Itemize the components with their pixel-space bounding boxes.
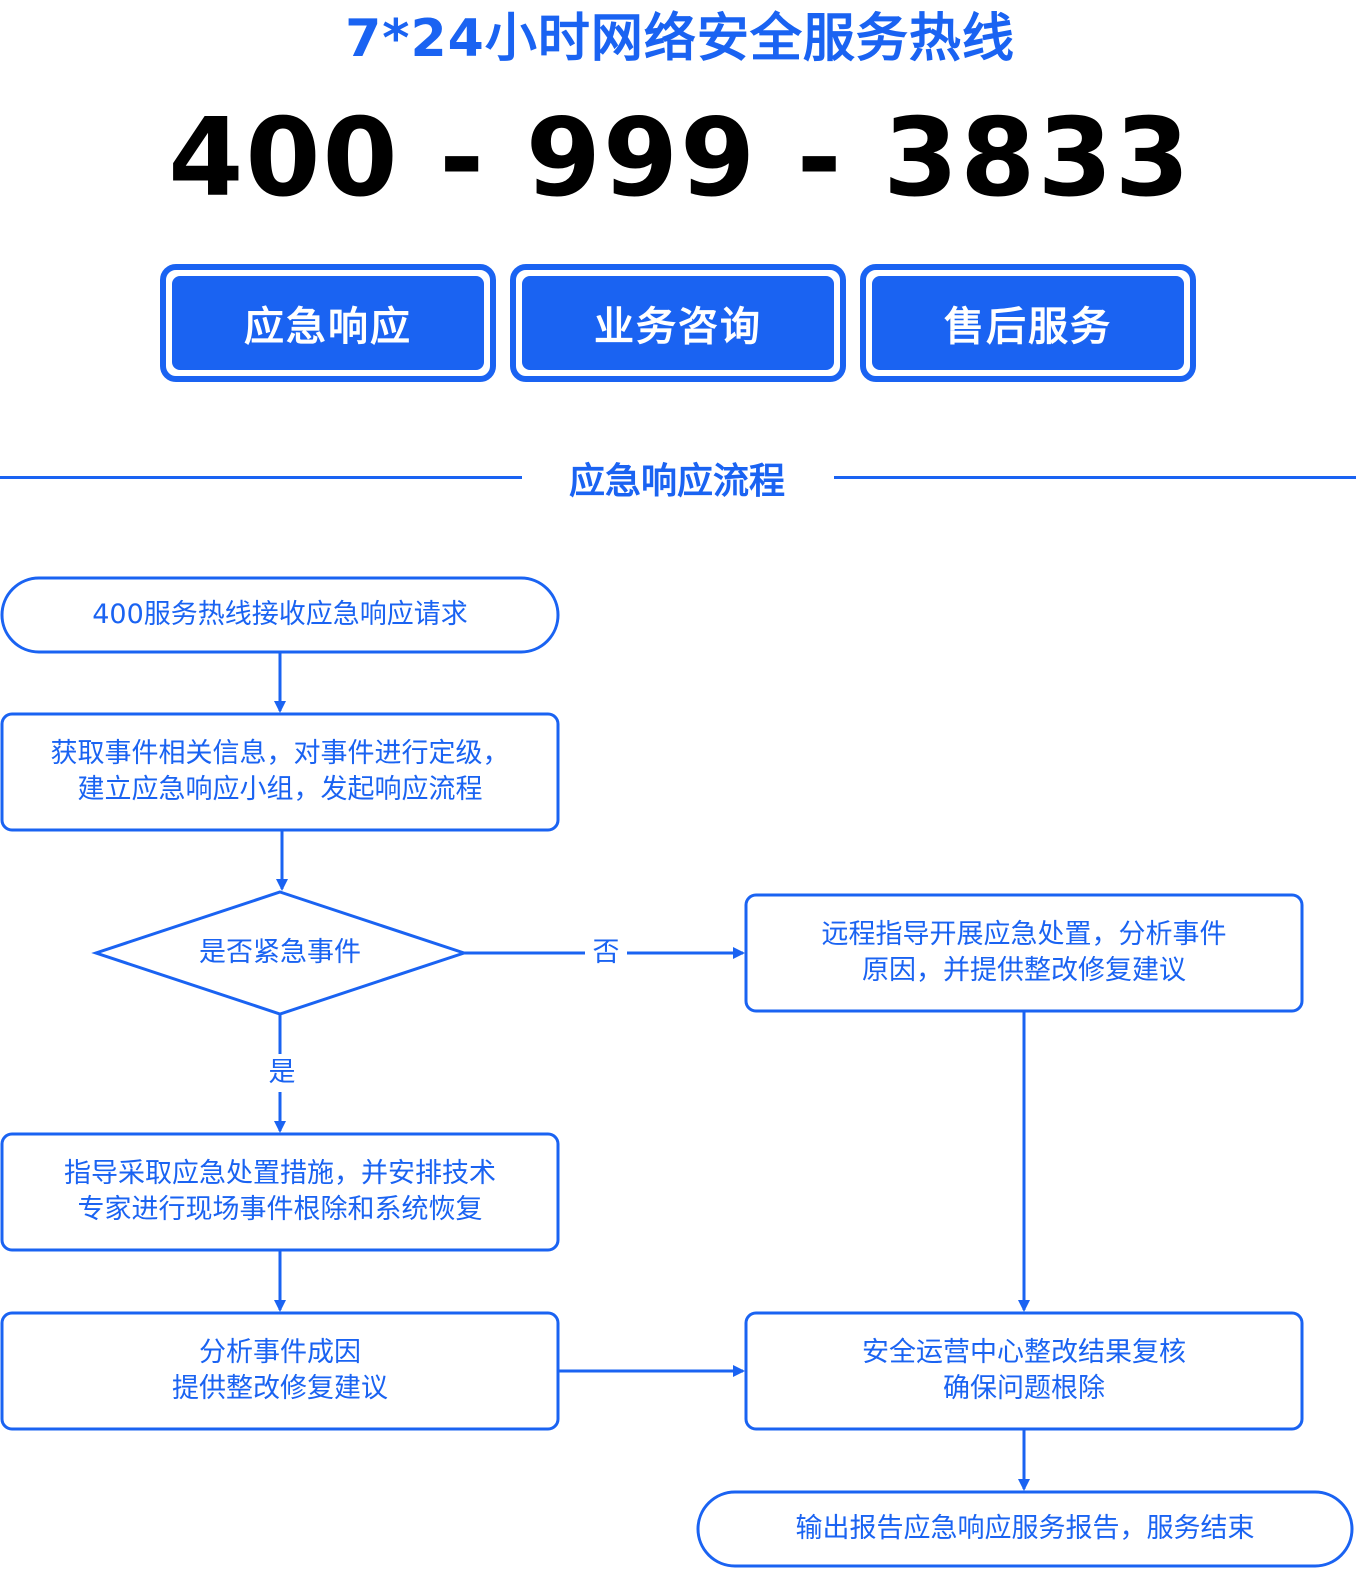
remote-guidance-line1: 远程指导开展应急处置，分析事件	[821, 919, 1227, 950]
end-node-text: 输出报告应急响应服务报告，服务结束	[698, 1492, 1352, 1566]
review-text: 安全运营中心整改结果复核 确保问题根除	[746, 1313, 1302, 1429]
step-info-text: 获取事件相关信息，对事件进行定级， 建立应急响应小组，发起响应流程	[2, 714, 558, 830]
decision-label: 是否紧急事件	[199, 937, 361, 968]
business-consulting-label: 业务咨询	[522, 276, 834, 370]
step-info-line1: 获取事件相关信息，对事件进行定级，	[50, 738, 510, 769]
start-node-label: 400服务热线接收应急响应请求	[92, 599, 468, 630]
hotline-headline: 7*24小时网络安全服务热线	[345, 9, 1015, 69]
remote-guidance-text: 远程指导开展应急处置，分析事件 原因，并提供整改修复建议	[746, 895, 1302, 1011]
yes-branch-label: 是	[261, 1054, 303, 1092]
after-sales-button[interactable]: 售后服务	[860, 264, 1196, 382]
section-title: 应急响应流程	[568, 461, 785, 502]
emergency-response-button[interactable]: 应急响应	[160, 264, 496, 382]
end-node-label: 输出报告应急响应服务报告，服务结束	[795, 1513, 1255, 1544]
section-divider-right	[834, 476, 1356, 479]
business-consulting-button[interactable]: 业务咨询	[510, 264, 846, 382]
review-line2: 确保问题根除	[943, 1373, 1105, 1404]
emergency-response-label: 应急响应	[172, 276, 484, 370]
after-sales-label: 售后服务	[872, 276, 1184, 370]
step-info-line2: 建立应急响应小组，发起响应流程	[77, 774, 483, 805]
onsite-text: 指导采取应急处置措施，并安排技术 专家进行现场事件根除和系统恢复	[2, 1134, 558, 1250]
step-info-node	[0, 712, 560, 832]
remote-guidance-line2: 原因，并提供整改修复建议	[862, 955, 1186, 986]
review-line1: 安全运营中心整改结果复核	[862, 1337, 1186, 1368]
analysis-line1: 分析事件成因	[199, 1337, 361, 1368]
start-node-text: 400服务热线接收应急响应请求	[2, 578, 558, 652]
onsite-line1: 指导采取应急处置措施，并安排技术	[64, 1158, 496, 1189]
onsite-line2: 专家进行现场事件根除和系统恢复	[77, 1194, 483, 1225]
no-branch-label: 否	[585, 934, 627, 972]
analysis-text: 分析事件成因 提供整改修复建议	[2, 1313, 558, 1429]
section-divider-left	[0, 476, 522, 479]
end-node	[696, 1490, 1354, 1568]
decision-text: 是否紧急事件	[96, 892, 464, 1014]
hotline-number: 400 - 999 - 3833	[168, 96, 1192, 221]
analysis-line2: 提供整改修复建议	[172, 1373, 388, 1404]
